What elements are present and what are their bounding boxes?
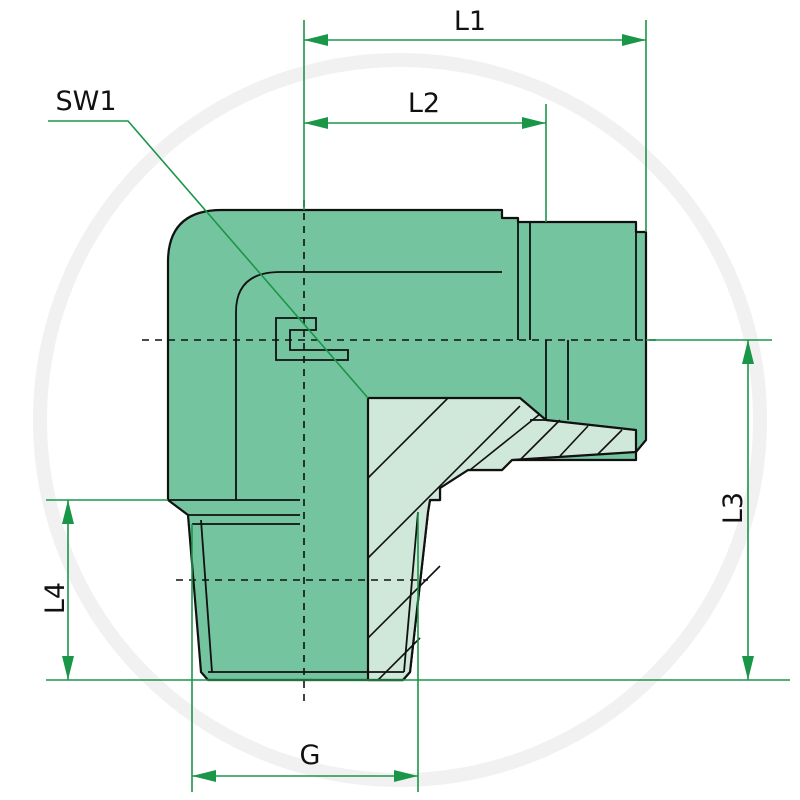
elbow-bore (235, 271, 502, 500)
dimension-l4: L4 (40, 500, 74, 680)
label-l3: L3 (718, 492, 749, 524)
marking-symbol (275, 317, 349, 361)
right-thread (517, 222, 637, 431)
dimension-l3: L3 (718, 340, 754, 680)
section-region (366, 396, 638, 682)
dimension-sw1: SW1 (48, 86, 369, 399)
section-hatching (367, 397, 623, 681)
label-l2: L2 (408, 88, 440, 119)
label-sw1: SW1 (55, 86, 116, 117)
bottom-thread (168, 499, 419, 673)
dimension-l2: L2 (304, 88, 546, 129)
label-l1: L1 (454, 6, 486, 37)
dimension-l1: L1 (304, 6, 646, 46)
dimension-g: G (192, 740, 418, 782)
label-g: G (300, 740, 321, 771)
label-l4: L4 (40, 582, 71, 614)
